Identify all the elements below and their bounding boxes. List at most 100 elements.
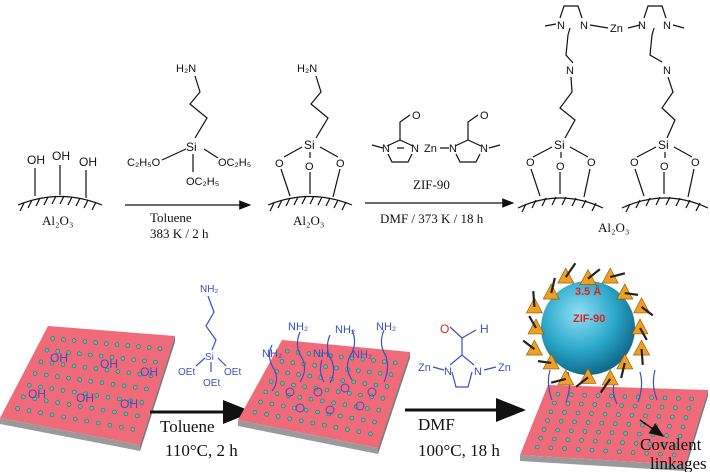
zif90-cage: 3.5 Å ZIF-90 <box>522 262 654 394</box>
surface-site <box>303 407 309 413</box>
amine-label: H₂N <box>297 63 317 75</box>
surface-site <box>50 336 55 341</box>
oxygen-label: O <box>660 161 669 173</box>
surface-site <box>622 394 628 399</box>
surface-site <box>367 369 372 375</box>
surface-site <box>620 440 625 445</box>
surface-site <box>66 375 71 381</box>
surface-site <box>131 357 136 362</box>
oxygen-label: O <box>691 157 700 169</box>
surface-site <box>629 413 635 418</box>
surface-site <box>60 388 66 393</box>
surface-site <box>609 430 615 436</box>
surface-site <box>637 431 642 437</box>
grafted-aptes: H₂N Si O O O Al₂O₃ <box>267 63 353 228</box>
surface-site <box>659 404 665 410</box>
surface-site <box>377 371 383 376</box>
step2-conditions: 100°C, 18 h <box>418 441 500 460</box>
amine-label: NH₂ <box>313 348 333 360</box>
hydroxyl-label: OH <box>52 149 70 163</box>
amine-label: NH₂ <box>288 321 308 333</box>
surface-site <box>558 419 564 424</box>
surface-site <box>71 338 77 343</box>
pore-size-label: 3.5 Å <box>575 285 601 298</box>
surface-site <box>592 402 597 407</box>
surface-site <box>339 354 344 360</box>
surface-site <box>324 387 330 393</box>
nitrogen-label: N <box>449 143 457 155</box>
surface-site <box>347 391 352 396</box>
zn-tetrahedron <box>557 369 575 386</box>
surface-site <box>49 386 55 391</box>
surface-site <box>126 370 132 376</box>
surface-site <box>333 425 339 430</box>
surface-site <box>130 427 136 432</box>
surface-site <box>602 411 608 417</box>
surface-site <box>673 405 678 410</box>
surface-site <box>153 359 158 365</box>
oxygen-label: O <box>412 110 421 122</box>
zinc-label: Zn <box>424 143 437 155</box>
surface-site <box>77 377 82 382</box>
imidazolate-linker <box>599 378 612 394</box>
surface-site <box>93 340 98 345</box>
surface-site <box>649 395 654 400</box>
zinc-label: Zn <box>418 362 431 374</box>
surface-site <box>137 371 143 377</box>
zn-tetrahedron <box>631 318 649 335</box>
annotation-arrow <box>639 419 665 437</box>
surface-site <box>302 384 307 389</box>
surface-site <box>252 409 258 415</box>
surface-site <box>579 438 584 443</box>
zinc-label: Zn <box>498 362 511 374</box>
surface-site <box>71 363 77 369</box>
surface-site <box>264 412 269 417</box>
surface-site <box>623 431 628 436</box>
zn-tetrahedron <box>616 353 634 370</box>
surface-site <box>268 379 274 384</box>
silicon-label: Si <box>658 138 669 152</box>
imidazolate-linker <box>550 277 556 294</box>
surface-site <box>595 393 601 398</box>
surface-site <box>296 372 301 377</box>
imidazolate-linker <box>587 268 601 280</box>
oxygen-label: O <box>305 161 314 173</box>
surface-site <box>552 436 557 442</box>
surface-site <box>351 379 357 385</box>
surface-site <box>548 445 554 451</box>
zn-tetrahedron <box>601 369 619 386</box>
surface-site <box>115 369 121 374</box>
surface-site <box>84 418 89 424</box>
alumina-substrate-1: OH OH OH Al₂O₃ <box>17 149 103 228</box>
surface-site <box>686 405 692 411</box>
imidazolate-linker <box>624 291 639 296</box>
amine-label: NH₂ <box>352 349 372 361</box>
surface-site <box>38 384 43 390</box>
imidazolate-linker <box>639 327 648 341</box>
surface-site <box>661 442 666 448</box>
surface-site <box>372 419 377 425</box>
surface-site <box>380 396 386 401</box>
surface-site <box>349 355 355 361</box>
surface-site <box>565 401 571 406</box>
step2-solvent: DMF <box>418 415 455 434</box>
oxygen-label: O <box>275 158 284 170</box>
step1-solvent: Toluene <box>160 417 215 436</box>
ethoxy-label: C₂H₅O <box>127 157 161 169</box>
surface-site <box>72 416 78 422</box>
surface-site <box>44 372 49 378</box>
surface-site <box>157 346 163 351</box>
surface-site <box>555 427 560 433</box>
surface-site <box>632 403 638 409</box>
substrate-label: Al₂O₃ <box>598 220 629 235</box>
zif90-grafted-product: N N Zn N N N N Si Si O O O O O O Al₂O₃ <box>517 5 709 235</box>
surface-site <box>43 398 49 403</box>
surface-site <box>55 400 60 405</box>
surface-site <box>27 382 32 388</box>
surface-site <box>83 391 88 397</box>
surface-site <box>105 395 111 400</box>
ethoxy-label: OC₂H₅ <box>218 157 251 169</box>
surface-site <box>120 356 126 361</box>
surface-site <box>555 391 561 397</box>
surface-site <box>274 391 280 396</box>
